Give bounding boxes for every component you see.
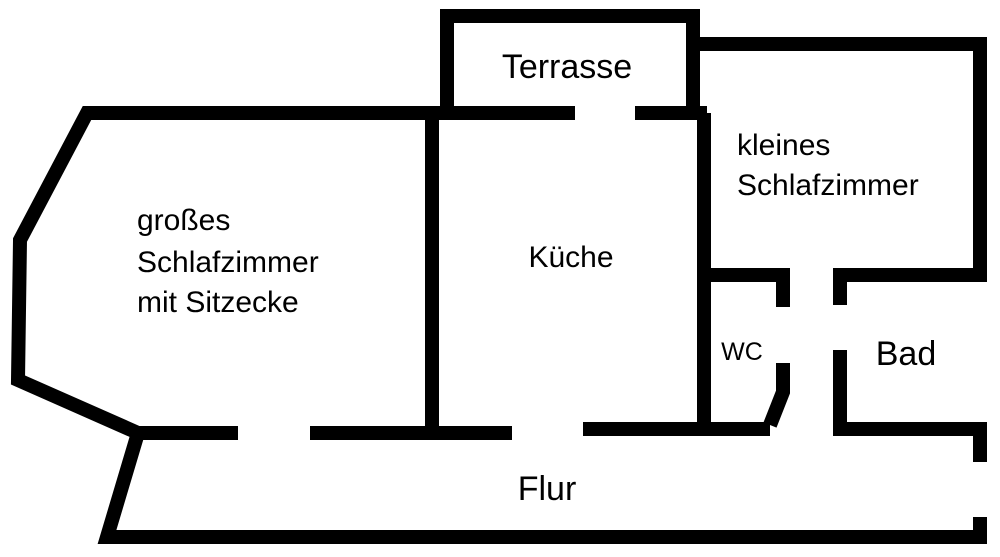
label-grosses-schlafzimmer-line1: großes: [137, 204, 230, 237]
wall-wc-top: [704, 268, 790, 307]
wall-wc-lower: [763, 363, 790, 428]
wall-top-left: [10, 106, 575, 440]
label-grosses-schlafzimmer-line3: mit Sitzecke: [137, 286, 299, 319]
label-wc: WC: [721, 338, 763, 366]
label-bad: Bad: [876, 335, 937, 373]
label-terrasse: Terrasse: [502, 48, 632, 86]
label-kueche: Küche: [528, 241, 613, 274]
wall-kleines-schlafzimmer: [686, 37, 987, 305]
label-kleines-schlafzimmer-line1: kleines: [737, 129, 830, 162]
label-flur: Flur: [518, 470, 577, 508]
wall-flur-outer: [97, 431, 987, 544]
label-grosses-schlafzimmer-line2: Schlafzimmer: [137, 246, 319, 279]
walls: [10, 9, 987, 544]
room-labels: Terrasse kleines Schlafzimmer großes Sch…: [137, 48, 936, 508]
wall-bad: [833, 350, 987, 462]
label-kleines-schlafzimmer-line2: Schlafzimmer: [737, 169, 919, 202]
